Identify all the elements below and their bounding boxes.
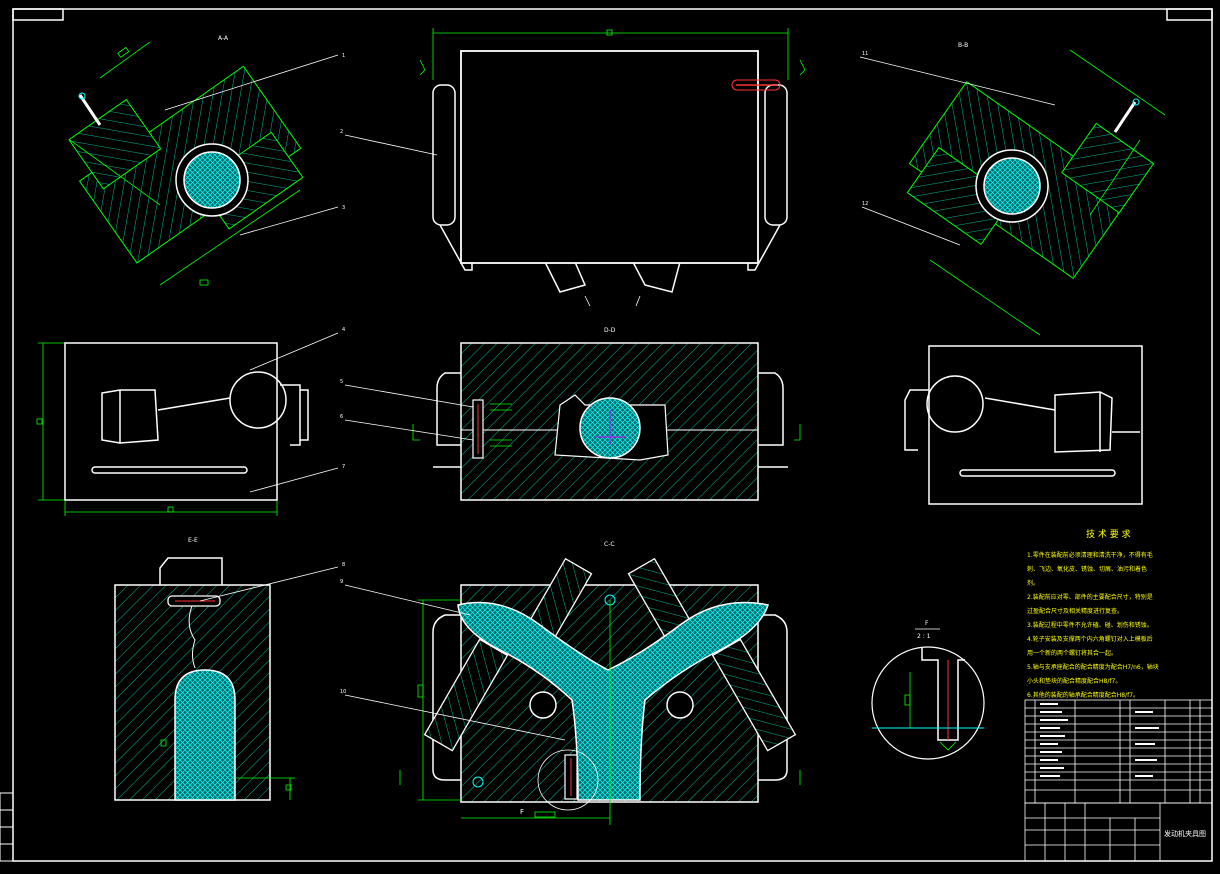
section-view-c: C-C F <box>340 541 801 825</box>
view-label-e: E-E <box>188 537 198 544</box>
leader-label-9: 9 <box>340 579 343 585</box>
leader-label-11: 11 <box>862 51 868 57</box>
leader-label-5: 5 <box>340 379 343 385</box>
leader-label-3: 3 <box>342 205 345 211</box>
section-view-b: B-B 11 12 <box>859 42 1166 336</box>
detail-label: F <box>925 620 929 627</box>
notes-title: 技 术 要 求 <box>1086 528 1131 540</box>
detail-scale: 2 : 1 <box>917 633 931 640</box>
leader-label-2: 2 <box>340 129 343 135</box>
leader-label-12: 12 <box>862 201 868 207</box>
side-view-left: 4 7 <box>36 327 345 516</box>
leader-label-6: 6 <box>340 414 343 420</box>
technical-requirements: 技 术 要 求 1.零件在装配前必须清理和清洗干净，不得有毛 刺、飞边、氧化皮、… <box>1027 528 1159 699</box>
leader-line <box>164 54 339 111</box>
view-label-c: C-C <box>604 541 615 548</box>
leader-label-10: 10 <box>340 689 346 695</box>
view-label-d: D-D <box>604 327 616 334</box>
parts-list <box>1024 699 1213 804</box>
section-view-d: D-D 5 6 <box>340 327 801 501</box>
side-view-right <box>904 345 1143 505</box>
leader-label-8: 8 <box>342 562 345 568</box>
note-line: 刺、飞边、氧化皮、锈蚀、切屑、油污和着色 <box>1027 565 1147 573</box>
note-line: 5.轴与支承座配合的配合精度为配合H7/n6，轴块 <box>1027 663 1159 671</box>
note-line: 过盈配合尺寸及相关精度进行复查。 <box>1027 607 1123 615</box>
leader-label-1: 1 <box>342 53 345 59</box>
note-line: 1.零件在装配前必须清理和清洗干净，不得有毛 <box>1027 551 1153 559</box>
cut-label-f: F <box>520 808 524 816</box>
note-line: 小头和垫块的配合精度配合H8/f7。 <box>1027 677 1121 685</box>
note-line: 2.装配前应对零、部件的主要配合尺寸，特别是 <box>1027 593 1153 601</box>
sheet-border <box>0 8 1213 862</box>
detail-view-f: F 2 : 1 <box>871 620 985 760</box>
note-line: 剂。 <box>1027 579 1039 587</box>
leader-label-7: 7 <box>342 464 345 470</box>
view-label-a: A-A <box>218 35 229 42</box>
section-view-a: A-A 1 3 <box>68 35 345 286</box>
drawing-title: 发动机夹具图 <box>1164 829 1206 838</box>
leader-label-4: 4 <box>342 327 345 333</box>
note-line: 3.装配过程中零件不允许磕、碰、划伤和锈蚀。 <box>1027 621 1153 629</box>
parts-list-entries <box>1040 703 1159 777</box>
title-block <box>1024 802 1213 862</box>
view-label-b: B-B <box>958 42 968 49</box>
note-line: 6.其他的装配的轴承配合精度配合H8/f7。 <box>1027 691 1139 699</box>
note-line: 4.轮子安装及支撑两个内六角螺钉对入上模板后 <box>1027 635 1153 643</box>
note-line: 用一个新的两个螺钉将其合一起。 <box>1027 649 1117 657</box>
front-view-top: 2 <box>340 28 806 307</box>
section-view-e: E-E 8 <box>114 537 345 801</box>
